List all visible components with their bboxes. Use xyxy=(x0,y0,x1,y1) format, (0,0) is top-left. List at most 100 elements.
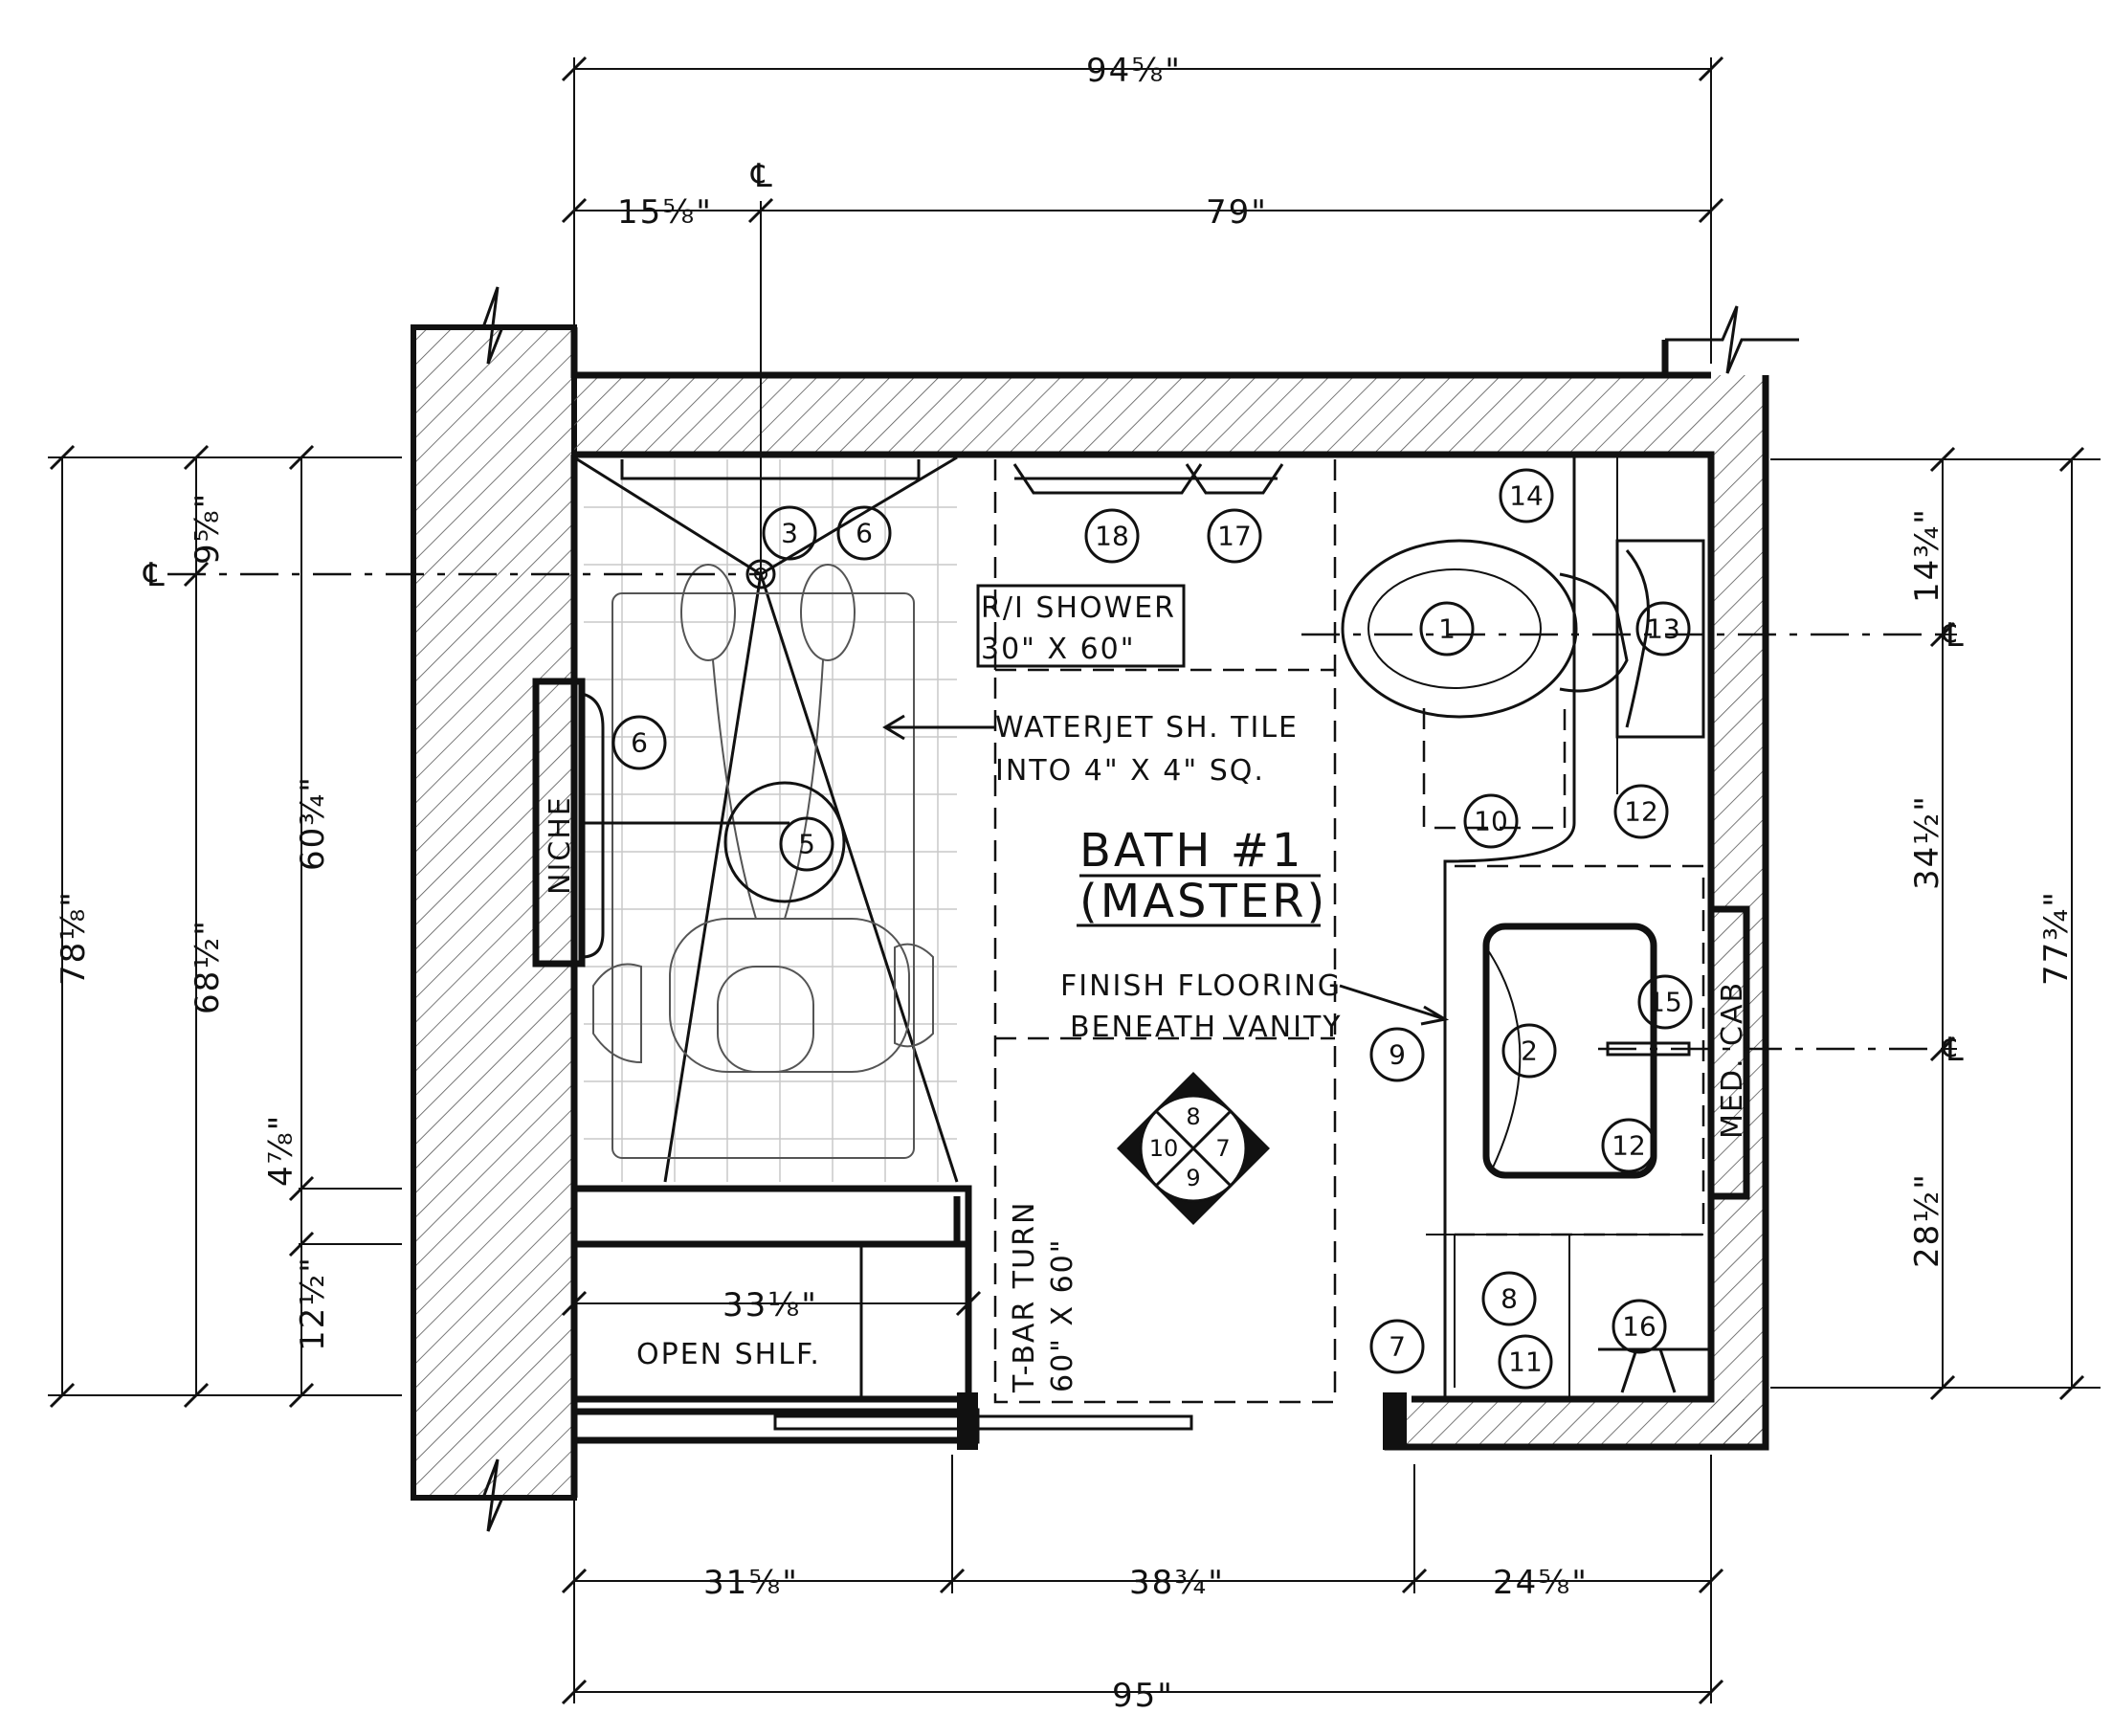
shower-rough-in-line2: 30" X 60" xyxy=(981,633,1136,666)
svg-text:5: 5 xyxy=(798,829,815,860)
room-title-line1: BATH #1 xyxy=(1079,824,1303,878)
dim-bottom-right: 24⅝" xyxy=(1493,1564,1589,1602)
medicine-cabinet xyxy=(1707,905,1750,1200)
keynote-12a: 12 xyxy=(1613,784,1669,839)
dimensions-top: 94⅝" 15⅝" 79" xyxy=(561,52,1724,364)
keynote-1: 1 xyxy=(1419,601,1475,657)
shower-rough-in-box xyxy=(976,584,1186,668)
flooring-note-line1: FINISH FLOORING xyxy=(1060,969,1342,1003)
toilet-bowl xyxy=(1341,539,1578,719)
svg-text:14: 14 xyxy=(1509,480,1544,512)
svg-text:9: 9 xyxy=(1389,1039,1406,1071)
room-title-line2: (MASTER) xyxy=(1079,875,1327,928)
shower-enclosure xyxy=(574,1185,972,1248)
med-cab-label: MED. CAB xyxy=(1716,981,1749,1139)
dimensions-right: 14¾" 34½" 28½" 77¾" xyxy=(1770,446,2101,1401)
niche-label: NICHE xyxy=(544,795,577,895)
toilet xyxy=(1341,455,1705,1399)
dim-bottom-mid: 38¾" xyxy=(1129,1564,1225,1602)
svg-text:10: 10 xyxy=(1474,806,1508,837)
diamond-key-right: 7 xyxy=(1215,1135,1230,1162)
tile-note-leader xyxy=(882,714,995,741)
svg-text:12: 12 xyxy=(1624,796,1658,828)
notes: R/I SHOWER 30" X 60" WATERJET SH. TILE I… xyxy=(882,584,1450,1044)
shower-control-circle xyxy=(723,781,846,903)
svg-text:6: 6 xyxy=(856,518,873,549)
shower-rough-in-line1: R/I SHOWER xyxy=(981,591,1176,625)
dim-right-b: 34½" xyxy=(1908,794,1946,890)
dim-top-left: 15⅝" xyxy=(617,193,713,232)
keynote-15: 15 xyxy=(1637,974,1693,1030)
centerlines: ℄ ℄ ℄ ℄ xyxy=(143,157,1964,1069)
shower-spray-cone xyxy=(663,573,959,1183)
keynote-18: 18 xyxy=(1084,508,1140,564)
svg-text:7: 7 xyxy=(1389,1331,1406,1363)
vanity: MED. CAB xyxy=(1426,864,1750,1399)
diamond-key-top: 8 xyxy=(1186,1103,1200,1130)
dim-top-right: 79" xyxy=(1206,193,1268,232)
keynotes: 1 2 3 5 6 6 7 8 9 10 11 12 12 13 14 15 1… xyxy=(611,468,1693,1390)
keynote-17: 17 xyxy=(1207,508,1262,564)
keynote-7: 7 xyxy=(1369,1319,1425,1374)
centerline-symbol-top: ℄ xyxy=(750,157,774,195)
keynote-6b: 6 xyxy=(611,715,667,770)
svg-text:15: 15 xyxy=(1648,987,1682,1018)
shower xyxy=(573,456,972,1248)
dim-right-a: 14¾" xyxy=(1908,507,1946,603)
keynote-10: 10 xyxy=(1463,793,1519,849)
dim-top-overall: 94⅝" xyxy=(1086,52,1182,90)
keynote-3: 3 xyxy=(762,505,817,561)
svg-text:17: 17 xyxy=(1217,521,1252,552)
svg-text:16: 16 xyxy=(1622,1311,1656,1343)
faucet xyxy=(1606,1041,1691,1057)
dim-bottom-overall: 95" xyxy=(1112,1677,1174,1715)
wall-break-top-left xyxy=(469,286,574,365)
keynote-2: 2 xyxy=(1501,1023,1557,1079)
svg-text:1: 1 xyxy=(1438,613,1456,645)
keynote-12b: 12 xyxy=(1601,1118,1656,1173)
dim-left-overall: 78⅛" xyxy=(55,890,93,986)
diamond-key-left: 10 xyxy=(1149,1135,1179,1162)
finish-key-diamond: 8 7 9 10 xyxy=(1117,1072,1270,1225)
dim-bottom-left: 31⅝" xyxy=(703,1564,799,1602)
vanity-outline xyxy=(1455,864,1705,1236)
keynote-11: 11 xyxy=(1498,1334,1553,1390)
flooring-note-line2: BENEATH VANITY xyxy=(1070,1011,1343,1044)
wall-break-bottom-left xyxy=(413,1458,574,1532)
shelf-bracket xyxy=(1598,1347,1708,1393)
shower-diagonal-left xyxy=(573,456,958,576)
top-wall xyxy=(574,375,1711,455)
dim-left-c: 60¾" xyxy=(294,775,332,871)
svg-text:13: 13 xyxy=(1646,613,1680,645)
left-wall xyxy=(411,324,577,1501)
keynote-5: 5 xyxy=(779,816,834,872)
centerline-symbol-left: ℄ xyxy=(143,556,167,594)
niche-box xyxy=(532,678,586,968)
wall-break-top-right xyxy=(1665,305,1799,374)
toilet-tank xyxy=(1559,572,1629,693)
flooring-note-leader xyxy=(1339,984,1450,1026)
svg-text:2: 2 xyxy=(1521,1035,1538,1067)
keynote-6a: 6 xyxy=(836,505,892,561)
keynote-13: 13 xyxy=(1635,601,1691,657)
open-shelf-label: OPEN SHLF. xyxy=(636,1338,821,1371)
keynote-9: 9 xyxy=(1369,1027,1425,1082)
keynote-14: 14 xyxy=(1499,468,1554,523)
tbar-label-line1: T-BAR TURN xyxy=(1008,1201,1041,1393)
svg-text:3: 3 xyxy=(781,518,798,549)
top-grab-bar xyxy=(620,459,921,480)
dimensions-bottom: 31⅝" 38¾" 24⅝" 95" 33⅛" xyxy=(561,1286,1724,1715)
door-threshold xyxy=(570,1392,1407,1450)
pocket-door xyxy=(773,1414,1193,1431)
tbar-label-line2: 60" X 60" xyxy=(1046,1237,1079,1392)
diamond-key-bottom: 9 xyxy=(1186,1165,1200,1191)
dim-left-d: 4⅞" xyxy=(262,1114,300,1187)
dim-right-c: 28½" xyxy=(1908,1172,1946,1268)
svg-text:12: 12 xyxy=(1612,1130,1646,1162)
svg-text:11: 11 xyxy=(1508,1347,1543,1378)
dim-left-b: 68½" xyxy=(189,919,227,1014)
keynote-8: 8 xyxy=(1481,1271,1537,1326)
svg-text:6: 6 xyxy=(631,727,648,759)
dim-left-a: 9⅝" xyxy=(189,492,227,565)
